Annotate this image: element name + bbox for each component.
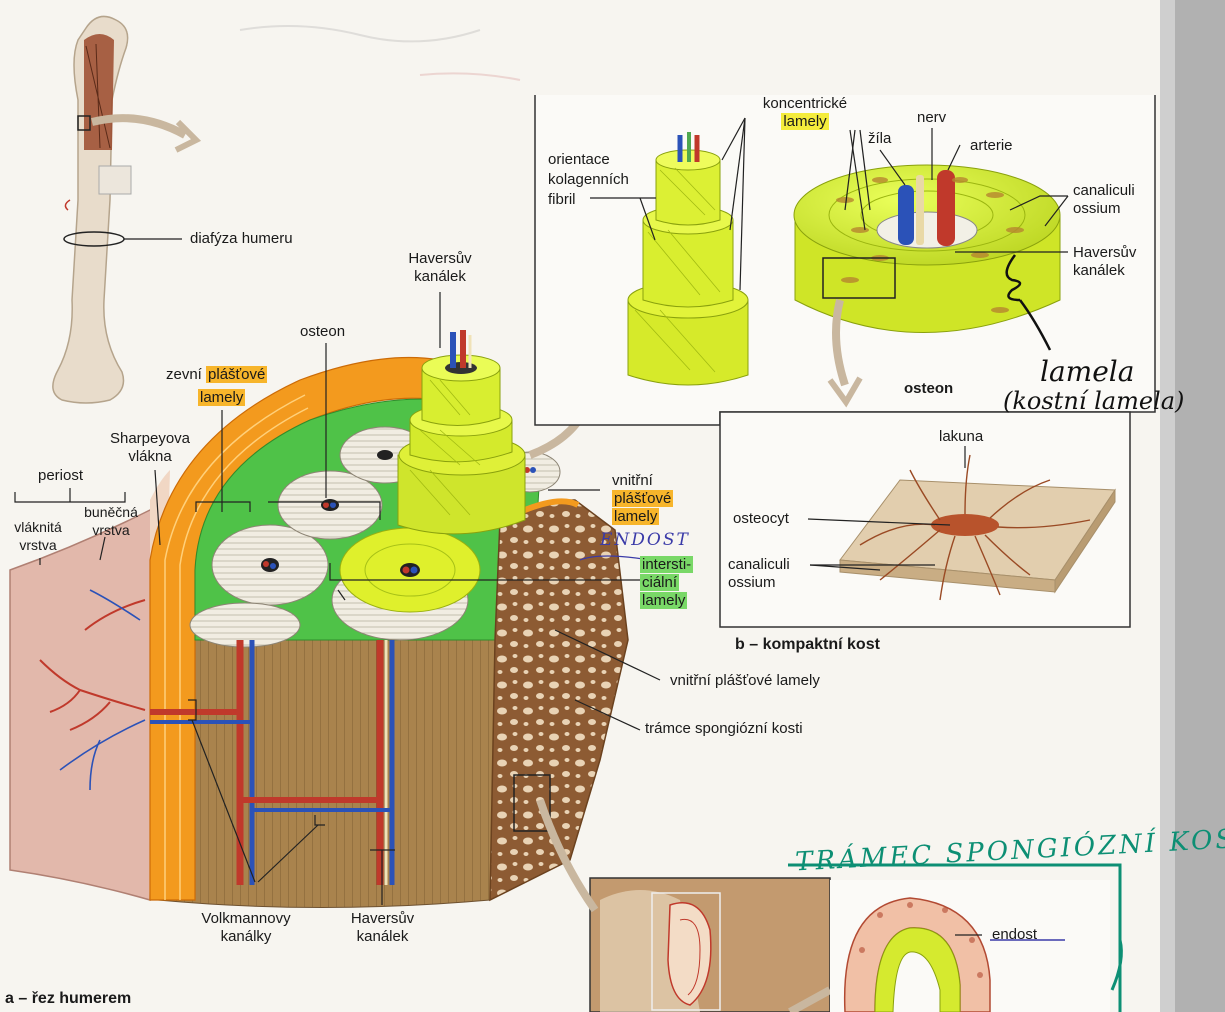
label-collagen-line2: kolagenních bbox=[548, 170, 629, 190]
handwriting-lamela: lamela bbox=[1040, 355, 1134, 388]
label-endost: endost bbox=[992, 926, 1037, 944]
caption-a: a – řez humerem bbox=[5, 990, 131, 1008]
label-fibrous-layer: vláknitá vrstva bbox=[3, 518, 73, 554]
label-vein: žíla bbox=[868, 130, 891, 148]
label-fibrous-line1: vláknitá bbox=[3, 518, 73, 536]
label-nerve: nerv bbox=[917, 109, 946, 127]
label-havers-bottom: Haversův kanálek bbox=[335, 910, 430, 946]
label-osteon: osteon bbox=[300, 323, 345, 341]
label-havers-bottom-line1: Haversův bbox=[335, 910, 430, 928]
label-havers-right-line1: Haversův bbox=[1073, 244, 1136, 262]
label-inner-lamellae: vnitřní plášťové lamely bbox=[612, 472, 673, 526]
label-canaliculi-b-line1: canaliculi bbox=[728, 556, 790, 574]
label-collagen-orientation: orientace kolagenních fibril bbox=[548, 150, 629, 210]
label-inner-lamellae-hl1: plášťové bbox=[612, 490, 673, 507]
label-fibrous-line2: vrstva bbox=[3, 536, 73, 554]
label-outer-lamellae-hl2: lamely bbox=[198, 389, 245, 406]
page-edge-shadow bbox=[1160, 0, 1225, 1012]
label-collagen-line1: orientace bbox=[548, 150, 629, 170]
label-canaliculi-top-line2: ossium bbox=[1073, 200, 1135, 218]
label-havers-top: Haversův kanálek bbox=[395, 250, 485, 286]
label-interstitial-line1: intersti- bbox=[640, 556, 693, 573]
label-collagen-line3: fibril bbox=[548, 190, 629, 210]
label-sharpey-line2: vlákna bbox=[100, 448, 200, 466]
handwriting-kostni-lamela: (kostní lamela) bbox=[1003, 387, 1184, 415]
osteon-circle bbox=[190, 603, 300, 647]
label-havers-bottom-line2: kanálek bbox=[335, 928, 430, 946]
faded-background-marks bbox=[240, 26, 520, 80]
endost-inset bbox=[540, 800, 1121, 1012]
label-cellular-line1: buněčná bbox=[76, 503, 146, 521]
osteon-circle-highlighted bbox=[340, 528, 480, 612]
label-volkmann: Volkmannovy kanálky bbox=[186, 910, 306, 946]
label-outer-lamellae-word: zevní bbox=[166, 366, 202, 383]
label-havers-right: Haversův kanálek bbox=[1073, 244, 1136, 280]
label-concentric-line1: koncentrické bbox=[745, 95, 865, 113]
label-diafyza: diafýza humeru bbox=[190, 230, 293, 248]
label-canaliculi-top-line1: canaliculi bbox=[1073, 182, 1135, 200]
label-cellular-line2: vrstva bbox=[76, 521, 146, 539]
label-inner-lamellae-hl2: lamely bbox=[612, 508, 659, 525]
label-volkmann-line2: kanálky bbox=[186, 928, 306, 946]
label-canaliculi-b: canaliculi ossium bbox=[728, 556, 790, 592]
label-interstitial-line2: ciální bbox=[640, 574, 679, 591]
label-volkmann-line1: Volkmannovy bbox=[186, 910, 306, 928]
label-sharpey-line1: Sharpeyova bbox=[100, 430, 200, 448]
label-interstitial-lamellae: intersti- ciální lamely bbox=[640, 556, 693, 610]
humerus-bone bbox=[53, 16, 196, 403]
label-spongy-trabeculae: trámce spongiózní kosti bbox=[645, 720, 803, 738]
label-periost: periost bbox=[38, 467, 83, 485]
label-havers-right-line2: kanálek bbox=[1073, 262, 1136, 280]
label-havers-top-line1: Haversův bbox=[395, 250, 485, 268]
label-outer-lamellae-line2: lamely bbox=[198, 389, 245, 407]
label-outer-lamellae-hl1: plášťové bbox=[206, 366, 267, 383]
label-outer-lamellae: zevní plášťové bbox=[166, 366, 267, 384]
label-osteocyte: osteocyt bbox=[733, 510, 789, 528]
handwriting-endost: ENDOST bbox=[600, 530, 690, 550]
label-artery: arterie bbox=[970, 137, 1013, 155]
label-interstitial-line3: lamely bbox=[640, 592, 687, 609]
label-inner-circumferential: vnitřní plášťové lamely bbox=[670, 672, 820, 690]
label-cellular-layer: buněčná vrstva bbox=[76, 503, 146, 539]
compact-bone-body bbox=[158, 640, 500, 908]
label-canaliculi-top: canaliculi ossium bbox=[1073, 182, 1135, 218]
label-concentric-lamellae: koncentrické lamely bbox=[745, 95, 865, 131]
osteon-circle bbox=[278, 471, 382, 539]
caption-b: b – kompaktní kost bbox=[735, 636, 880, 654]
label-concentric-hl: lamely bbox=[781, 113, 828, 130]
label-havers-top-line2: kanálek bbox=[395, 268, 485, 286]
label-sharpey: Sharpeyova vlákna bbox=[100, 430, 200, 466]
label-inner-lamellae-word: vnitřní bbox=[612, 472, 673, 490]
label-osteon-b: osteon bbox=[904, 380, 953, 398]
label-lacuna: lakuna bbox=[939, 428, 983, 446]
label-canaliculi-b-line2: ossium bbox=[728, 574, 790, 592]
